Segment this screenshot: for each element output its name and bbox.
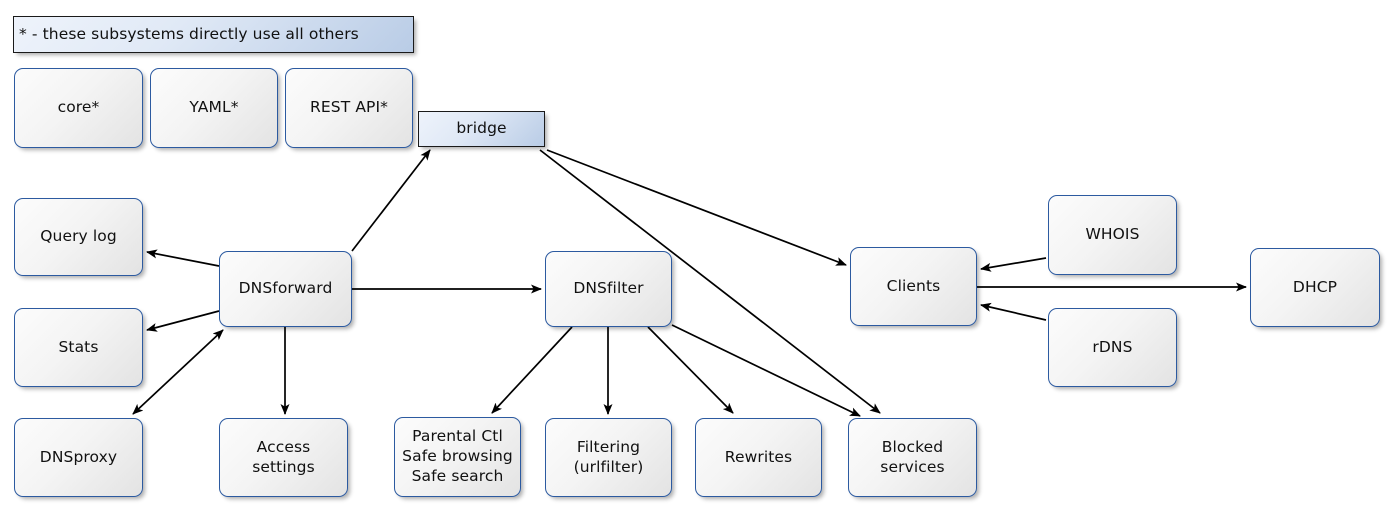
edge-rdns-to-clients: [980, 302, 1047, 321]
node-label: Access settings: [252, 437, 315, 476]
node-filtering[interactable]: Filtering (urlfilter): [545, 418, 672, 497]
node-dnsforward[interactable]: DNSforward: [219, 251, 352, 327]
node-yaml[interactable]: YAML*: [150, 68, 278, 148]
node-label: core*: [57, 98, 100, 117]
node-label: Query log: [40, 227, 117, 246]
edge-dnsforward-to-querylog: [146, 249, 220, 267]
node-label: REST API*: [310, 98, 388, 117]
node-parental[interactable]: Parental Ctl Safe browsing Safe search: [394, 417, 521, 497]
node-restapi[interactable]: REST API*: [285, 68, 413, 148]
node-stats[interactable]: Stats: [14, 308, 143, 387]
node-blocked[interactable]: Blocked services: [848, 418, 977, 497]
node-whois[interactable]: WHOIS: [1048, 195, 1177, 275]
edge-dnsforward-to-dnsproxy: [132, 329, 224, 415]
legend-note: * - these subsystems directly use all ot…: [13, 16, 414, 53]
edge-dnsforward-to-bridge: [351, 149, 431, 252]
node-querylog[interactable]: Query log: [14, 198, 143, 276]
node-label: DNSproxy: [39, 447, 118, 466]
node-label: DNSforward: [238, 279, 333, 298]
edge-whois-to-clients: [980, 257, 1047, 272]
node-rewrites[interactable]: Rewrites: [695, 418, 822, 497]
node-access[interactable]: Access settings: [219, 418, 348, 497]
node-dhcp[interactable]: DHCP: [1250, 248, 1380, 327]
edge-dnsfilter-to-parental: [491, 326, 573, 414]
node-bridge[interactable]: bridge: [418, 111, 545, 147]
node-label: Blocked services: [880, 437, 945, 476]
edge-dnsforward-to-stats: [146, 310, 220, 332]
node-clients[interactable]: Clients: [850, 247, 977, 326]
node-label: DHCP: [1292, 277, 1338, 296]
node-label: rDNS: [1092, 337, 1133, 356]
legend-text: * - these subsystems directly use all ot…: [19, 24, 359, 43]
node-label: Rewrites: [724, 447, 793, 466]
edge-dnsfilter-to-blocked: [671, 324, 861, 417]
edge-dnsfilter-to-rewrites: [647, 326, 734, 414]
node-label: DNSfilter: [573, 279, 644, 298]
node-label: Filtering (urlfilter): [573, 437, 644, 476]
node-core[interactable]: core*: [14, 68, 143, 148]
node-label: Clients: [886, 276, 941, 295]
node-rdns[interactable]: rDNS: [1048, 308, 1177, 387]
node-dnsproxy[interactable]: DNSproxy: [14, 418, 143, 497]
node-label: WHOIS: [1085, 225, 1140, 244]
node-label: YAML*: [189, 98, 239, 117]
node-dnsfilter[interactable]: DNSfilter: [545, 251, 672, 327]
node-label: Parental Ctl Safe browsing Safe search: [402, 427, 513, 485]
node-label: bridge: [456, 119, 507, 138]
node-label: Stats: [58, 337, 99, 356]
edge-bridge-to-clients: [546, 149, 847, 266]
